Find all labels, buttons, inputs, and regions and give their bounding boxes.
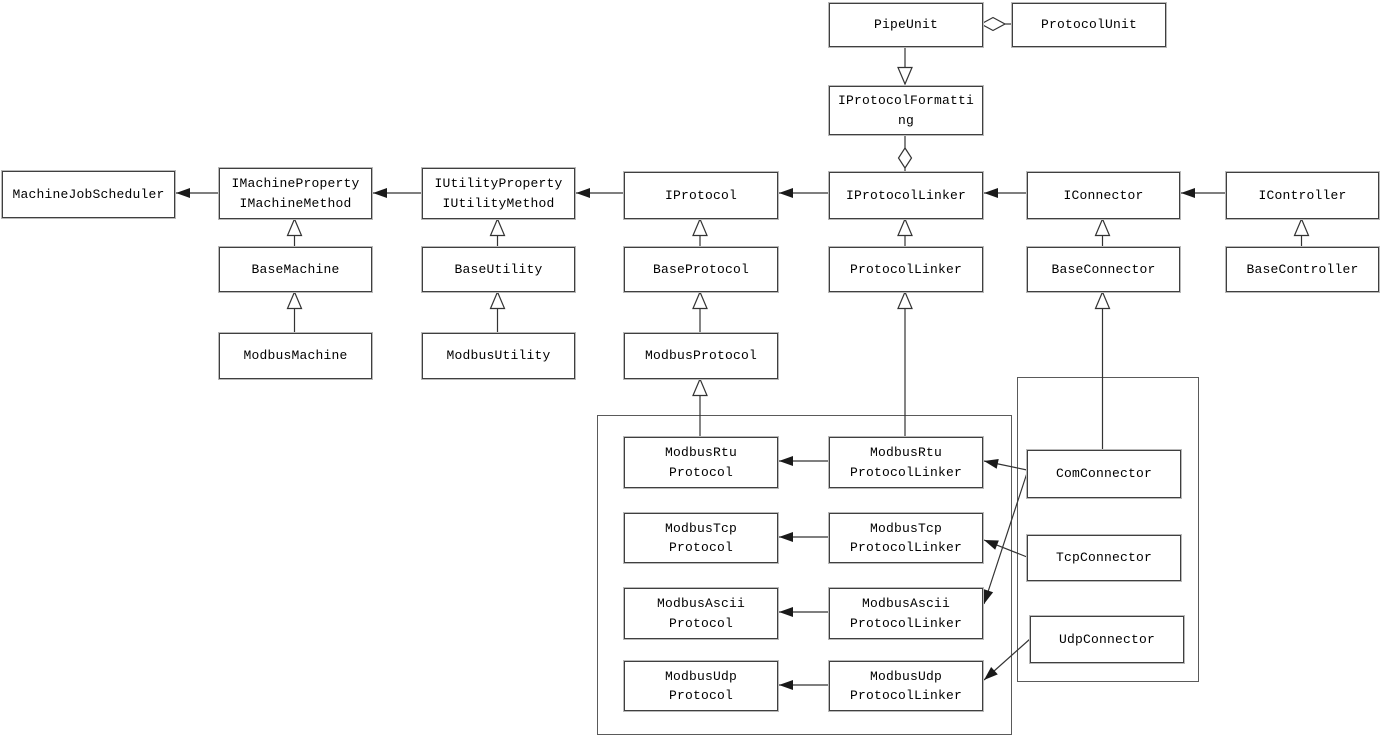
- class-modbustcpprotocollinker: ModbusTcp ProtocolLinker: [829, 513, 983, 563]
- diamond-iprotocolformatting-iprotocollinker: [897, 146, 913, 170]
- class-udpconnector: UdpConnector: [1030, 616, 1184, 663]
- class-modbustcpprotocol: ModbusTcp Protocol: [624, 513, 778, 563]
- class-baseutility: BaseUtility: [422, 247, 575, 292]
- class-tcpconnector: TcpConnector: [1027, 535, 1181, 581]
- class-protocolunit: ProtocolUnit: [1012, 3, 1166, 47]
- class-modbusrtuprotocol: ModbusRtu Protocol: [624, 437, 778, 488]
- class-pipeunit: PipeUnit: [829, 3, 983, 47]
- class-icontroller: IController: [1226, 172, 1379, 219]
- class-modbusmachine: ModbusMachine: [219, 333, 372, 379]
- class-iprotocolformatting: IProtocolFormatti ng: [829, 86, 983, 135]
- class-iutilityproperty-iutilitymethod: IUtilityProperty IUtilityMethod: [422, 168, 575, 219]
- class-imachineproperty-imachinemethod: IMachineProperty IMachineMethod: [219, 168, 372, 219]
- class-modbusprotocol: ModbusProtocol: [624, 333, 778, 379]
- class-modbusudpprotocollinker: ModbusUdp ProtocolLinker: [829, 661, 983, 711]
- class-modbusasciiprotocol: ModbusAscii Protocol: [624, 588, 778, 639]
- class-basemachine: BaseMachine: [219, 247, 372, 292]
- class-protocollinker: ProtocolLinker: [829, 247, 983, 292]
- class-basecontroller: BaseController: [1226, 247, 1379, 292]
- diamond-pipeunit-protocolunit: [979, 16, 1007, 32]
- class-baseprotocol: BaseProtocol: [624, 247, 778, 292]
- class-machinejobscheduler: MachineJobScheduler: [2, 171, 175, 218]
- class-iconnector: IConnector: [1027, 172, 1180, 219]
- class-comconnector: ComConnector: [1027, 450, 1181, 498]
- class-modbusasciiprotocollinker: ModbusAscii ProtocolLinker: [829, 588, 983, 639]
- class-modbusudpprotocol: ModbusUdp Protocol: [624, 661, 778, 711]
- class-modbusutility: ModbusUtility: [422, 333, 575, 379]
- class-baseconnector: BaseConnector: [1027, 247, 1180, 292]
- class-iprotocollinker: IProtocolLinker: [829, 172, 983, 219]
- class-iprotocol: IProtocol: [624, 172, 778, 219]
- class-modbusrtuprotocollinker: ModbusRtu ProtocolLinker: [829, 437, 983, 488]
